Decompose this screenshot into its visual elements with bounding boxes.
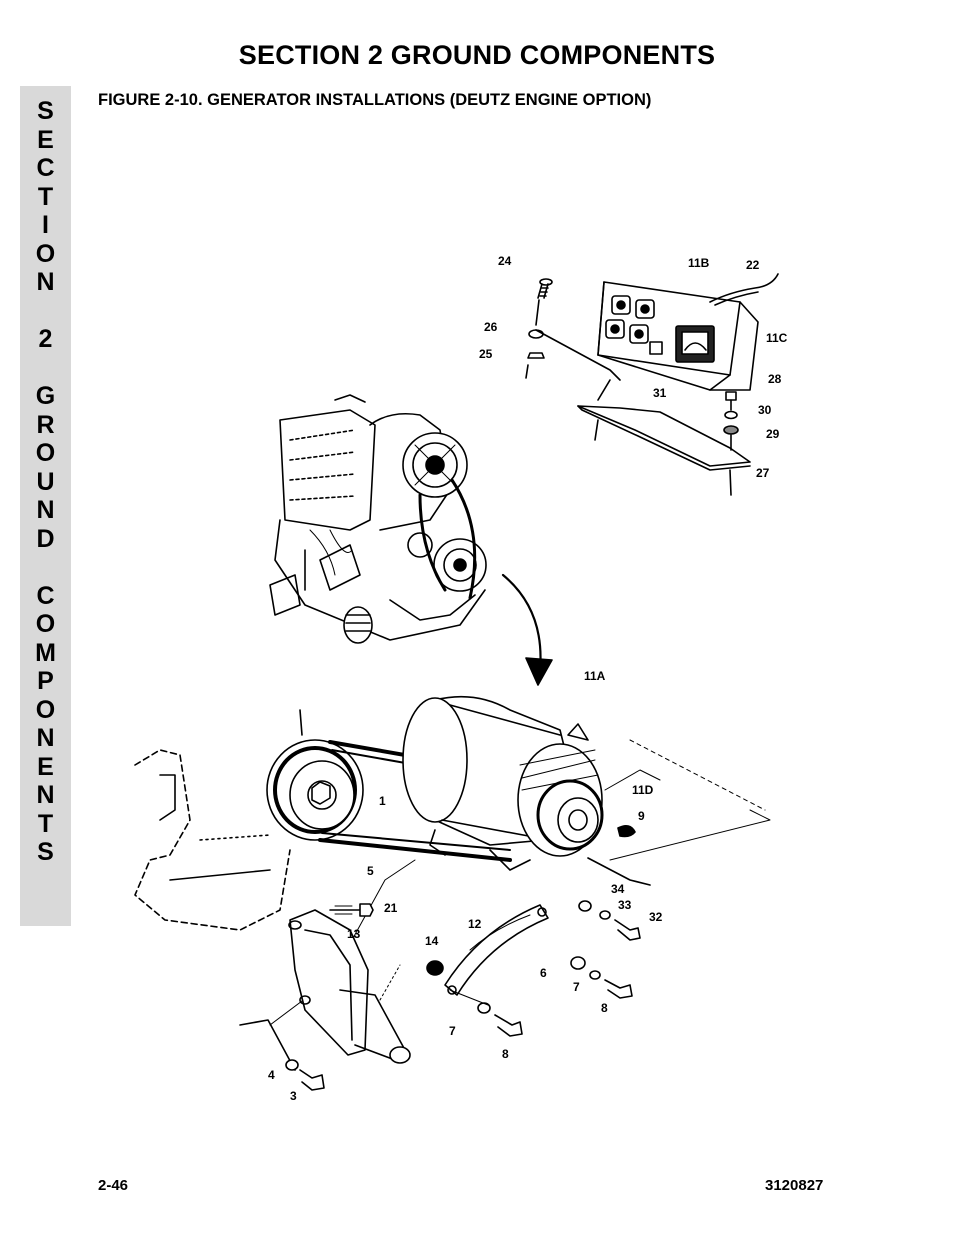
side-tab-letter: M (35, 638, 56, 667)
side-tab-letter: N (36, 268, 55, 296)
callout-8-right: 8 (601, 1001, 608, 1015)
callout-27: 27 (756, 466, 770, 480)
side-tab-letter: N (36, 781, 55, 809)
callout-9: 9 (638, 809, 645, 823)
mounting-bracket-drawing (577, 379, 751, 496)
side-tab-letter: O (35, 439, 56, 467)
side-tab-letter: 2 (38, 325, 53, 353)
callout-6: 6 (540, 966, 547, 980)
deutz-engine-drawing (269, 394, 487, 644)
callout-5: 5 (367, 864, 374, 878)
direction-arrow-drawing (501, 573, 553, 686)
side-tab-letter: S (37, 838, 54, 866)
callout-31: 31 (653, 386, 667, 400)
callout-28: 28 (768, 372, 782, 386)
side-tab-letter: O (35, 610, 56, 638)
callout-30: 30 (758, 403, 772, 417)
callout-7-lower: 7 (449, 1024, 456, 1038)
callout-32: 32 (649, 910, 663, 924)
side-tab-letter: G (35, 382, 56, 410)
side-tab-letter: N (36, 724, 55, 752)
callout-11d: 11D (632, 783, 654, 797)
side-tab-letter: R (36, 410, 55, 439)
callout-14: 14 (425, 934, 439, 948)
side-tab-letter: U (36, 467, 55, 496)
callout-7-right: 7 (573, 980, 580, 994)
side-tab-letter: C (36, 154, 55, 182)
callout-3: 3 (290, 1089, 297, 1103)
side-tab-letter: E (37, 125, 54, 154)
callout-11c: 11C (766, 331, 788, 345)
figure-title: FIGURE 2-10. GENERATOR INSTALLATIONS (DE… (98, 91, 652, 109)
side-tab-letter: T (37, 182, 54, 211)
callout-22: 22 (746, 258, 760, 272)
box-hardware-drawing (723, 391, 739, 451)
callout-1: 1 (379, 794, 386, 808)
control-box-drawing (597, 273, 779, 391)
callout-21: 21 (384, 901, 398, 915)
side-tab-letter: E (37, 752, 54, 781)
document-number: 3120827 (765, 1177, 824, 1194)
side-tab-letter: D (36, 524, 55, 553)
callout-8-lower: 8 (502, 1047, 509, 1061)
side-tab-letter: N (36, 496, 55, 524)
callout-33: 33 (618, 898, 632, 912)
callout-labels: 24 11B 22 26 25 11C 28 31 30 29 27 11A 1… (268, 254, 788, 1103)
screw-hardware-drawing (525, 278, 621, 381)
callout-34: 34 (611, 882, 625, 896)
callout-24: 24 (498, 254, 512, 268)
side-tab-letter: I (42, 211, 49, 239)
callout-4: 4 (268, 1068, 275, 1082)
callout-26: 26 (484, 320, 498, 334)
callout-11a: 11A (584, 669, 606, 683)
side-tab-letter: S (37, 97, 54, 125)
side-tab-letter: C (36, 581, 55, 610)
callout-13: 13 (347, 927, 361, 941)
callout-12: 12 (468, 917, 482, 931)
page-number: 2-46 (98, 1177, 129, 1194)
side-tab-letter: O (35, 239, 56, 268)
side-tab-letter: P (37, 667, 54, 695)
side-tab-letter: O (35, 695, 56, 724)
callout-25: 25 (479, 347, 493, 361)
callout-29: 29 (766, 427, 780, 441)
side-tab-letter: T (37, 809, 54, 838)
generator-exploded-diagram: 24 11B 22 26 25 11C 28 31 30 29 27 11A 1… (134, 254, 788, 1103)
callout-11b: 11B (688, 256, 710, 270)
page-title: SECTION 2 GROUND COMPONENTS (238, 40, 716, 70)
generator-assembly-drawing (134, 695, 771, 1091)
